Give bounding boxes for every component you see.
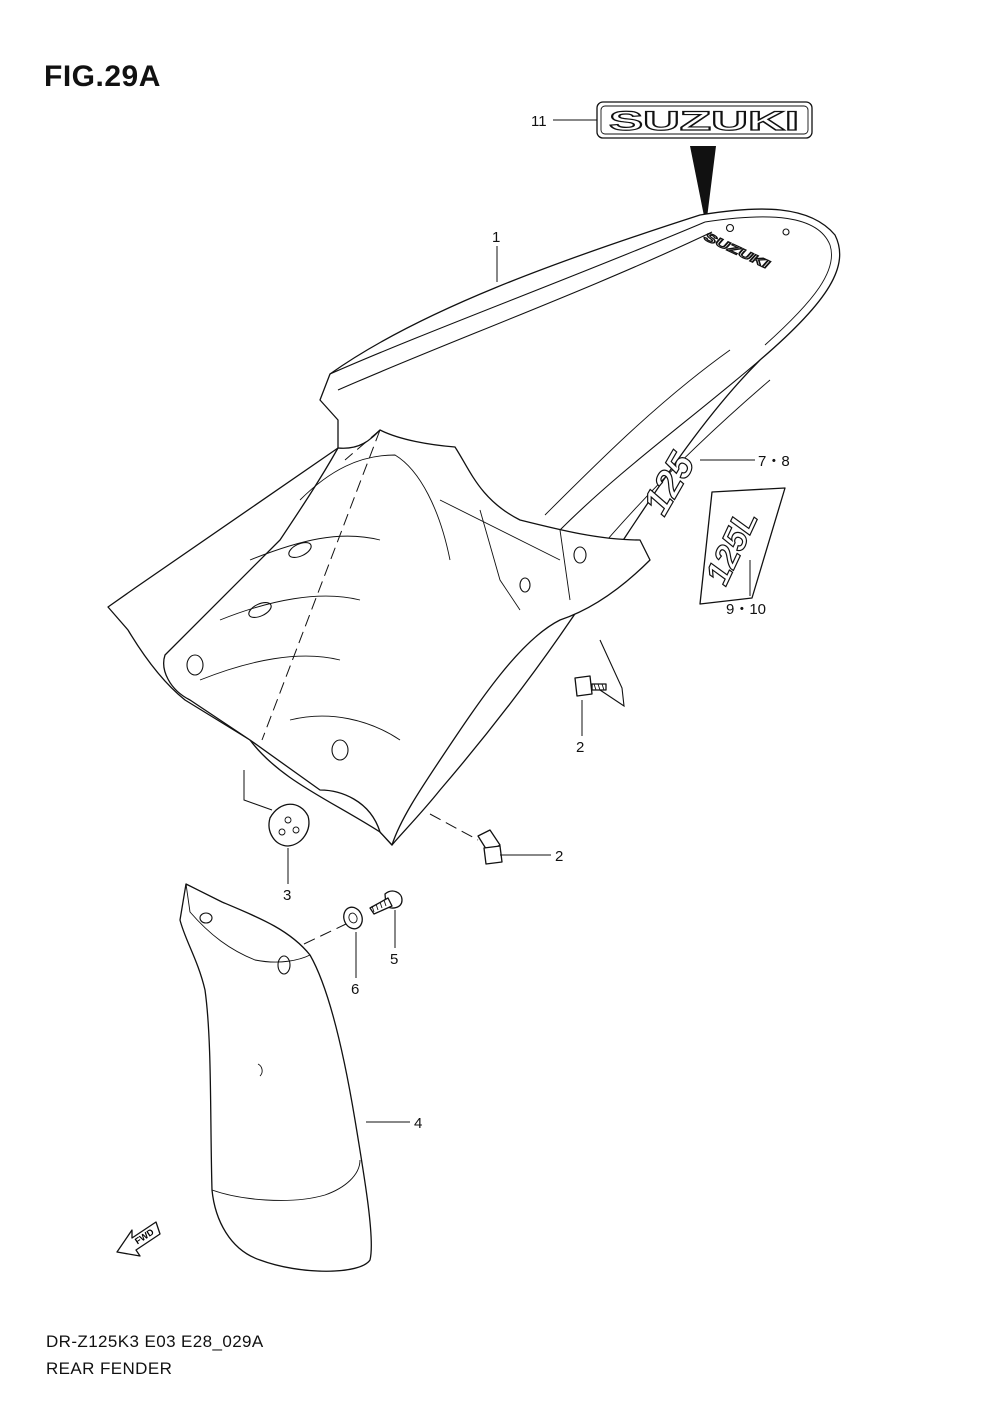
mud-flap-part bbox=[179, 883, 372, 1272]
callout-3: 3 bbox=[283, 887, 291, 904]
callout-1: 1 bbox=[492, 229, 500, 246]
screw-part bbox=[369, 890, 403, 915]
callout-2-lower: 2 bbox=[555, 848, 563, 865]
grommet-part bbox=[268, 803, 310, 847]
bolt-lower-part bbox=[477, 829, 503, 865]
suzuki-emblem-text: SUZUKI bbox=[609, 106, 799, 136]
suzuki-emblem-part: SUZUKI bbox=[596, 101, 813, 139]
callout-4: 4 bbox=[414, 1115, 422, 1132]
fwd-direction-arrow: FWD bbox=[116, 1221, 161, 1257]
callout-9-10: 9・10 bbox=[726, 601, 766, 618]
callout-6: 6 bbox=[351, 981, 359, 998]
diagram-code: DR-Z125K3 E03 E28_029A bbox=[46, 1332, 264, 1351]
washer-part bbox=[343, 906, 363, 930]
callout-11: 11 bbox=[531, 113, 547, 130]
mount-reference-triangle bbox=[599, 639, 625, 708]
callout-2-upper: 2 bbox=[576, 739, 584, 756]
decal-125l-part: 125L bbox=[698, 487, 786, 605]
callout-7-8: 7・8 bbox=[758, 453, 790, 470]
diagram-name: REAR FENDER bbox=[46, 1359, 173, 1378]
callout-5: 5 bbox=[390, 951, 398, 968]
bolt-upper-part bbox=[574, 675, 607, 697]
figure-title: FIG.29A bbox=[44, 60, 161, 93]
emblem-placement-pointer bbox=[690, 146, 716, 226]
